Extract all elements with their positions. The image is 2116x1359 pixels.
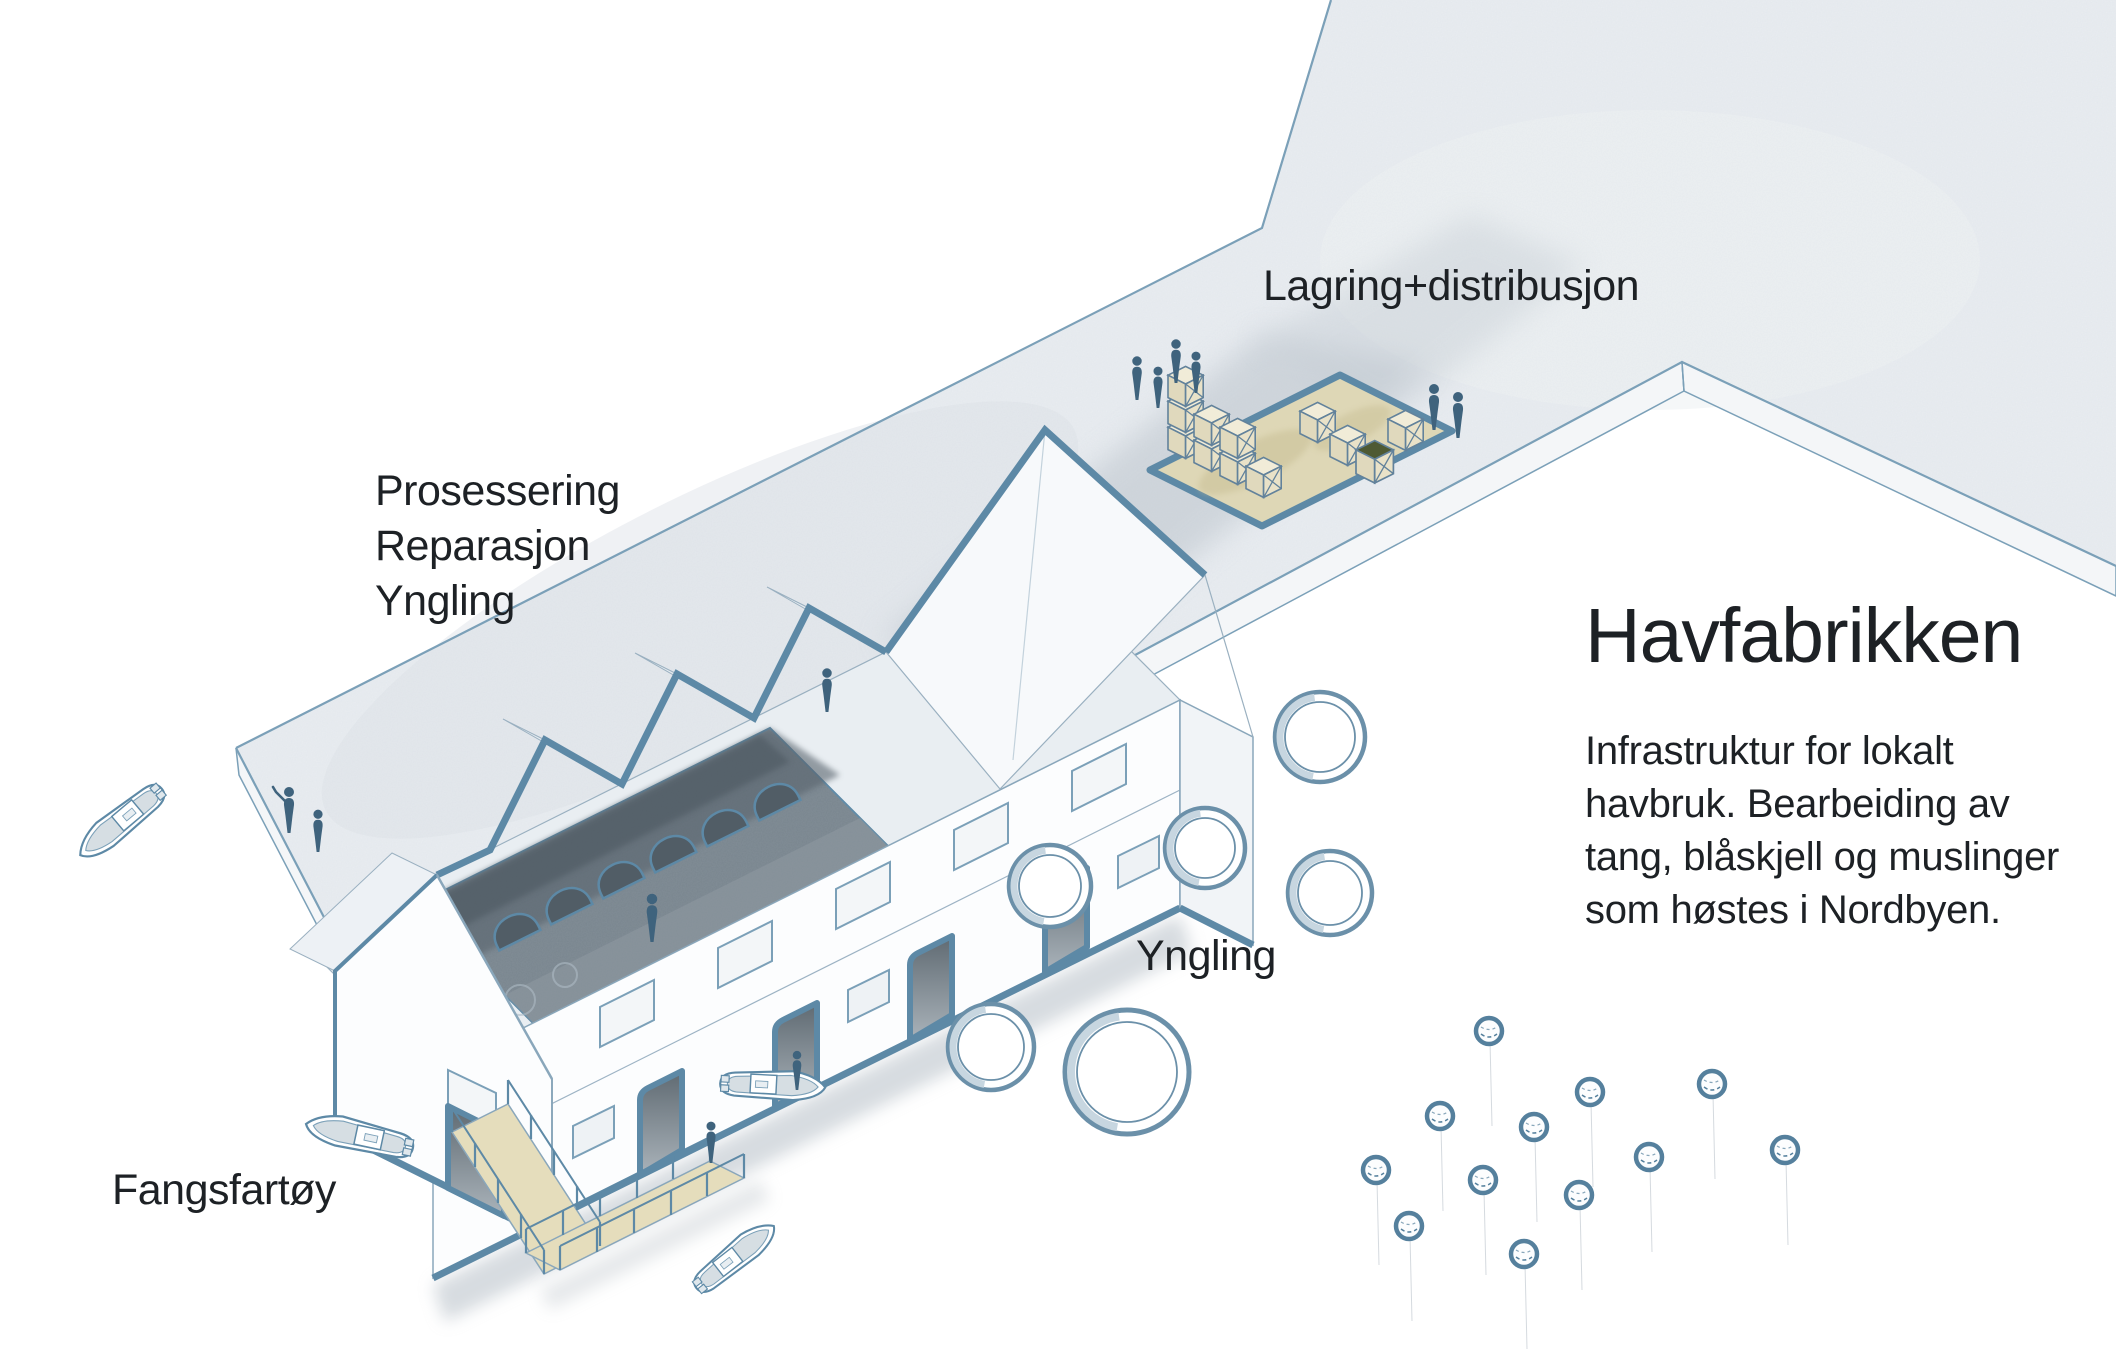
farming-rings: [945, 689, 1375, 1137]
farming-ring-large: [1062, 1007, 1192, 1137]
description-line2: havbruk. Bearbeiding av: [1585, 782, 2010, 826]
buoy: [1363, 1157, 1389, 1265]
buoy: [1566, 1182, 1592, 1290]
jetty: [450, 1079, 770, 1310]
description-line1: Infrastruktur for lokalt: [1585, 729, 1954, 773]
farming-ring: [1285, 848, 1375, 938]
boat-left: [69, 775, 172, 868]
buoy: [1636, 1144, 1662, 1252]
buoy: [1470, 1167, 1496, 1275]
buoy-field: [1363, 1018, 1798, 1349]
buoy: [1427, 1103, 1453, 1211]
label-processing-line1: Prosessering: [375, 467, 620, 515]
annotations: Prosessering Reparasjon Yngling Lagring+…: [112, 262, 2059, 1214]
label-spawning: Yngling: [1136, 932, 1276, 980]
label-vessels: Fangsfartøy: [112, 1166, 337, 1214]
buoy: [1476, 1018, 1502, 1126]
buoy: [1511, 1241, 1537, 1349]
sawtooth-roofline: [435, 603, 888, 879]
building-interior: [413, 726, 902, 1037]
storage-yard: [1146, 365, 1456, 530]
right-gable: [883, 424, 1254, 790]
page-title: Havfabrikken: [1585, 593, 2022, 679]
farming-ring: [1272, 689, 1368, 785]
processing-building: [289, 424, 1255, 1282]
open-crate: [1354, 439, 1396, 485]
buoy: [1521, 1114, 1547, 1222]
label-processing-line3: Yngling: [375, 577, 515, 625]
farming-ring: [1006, 842, 1094, 930]
people: [271, 339, 1464, 1163]
jetty-railing: [450, 1079, 746, 1274]
farming-ring: [1162, 805, 1248, 891]
label-storage: Lagring+distribusjon: [1263, 262, 1639, 310]
buoy: [1772, 1137, 1798, 1245]
description-line4: som høstes i Nordbyen.: [1585, 888, 2001, 932]
person-waving: [271, 785, 295, 833]
buoy: [1396, 1213, 1422, 1321]
buoy: [1699, 1071, 1725, 1179]
farming-ring: [945, 1001, 1037, 1093]
buoy: [1577, 1079, 1603, 1187]
label-processing-line2: Reparasjon: [375, 522, 590, 570]
description-line3: tang, blåskjell og muslinger: [1585, 835, 2059, 879]
